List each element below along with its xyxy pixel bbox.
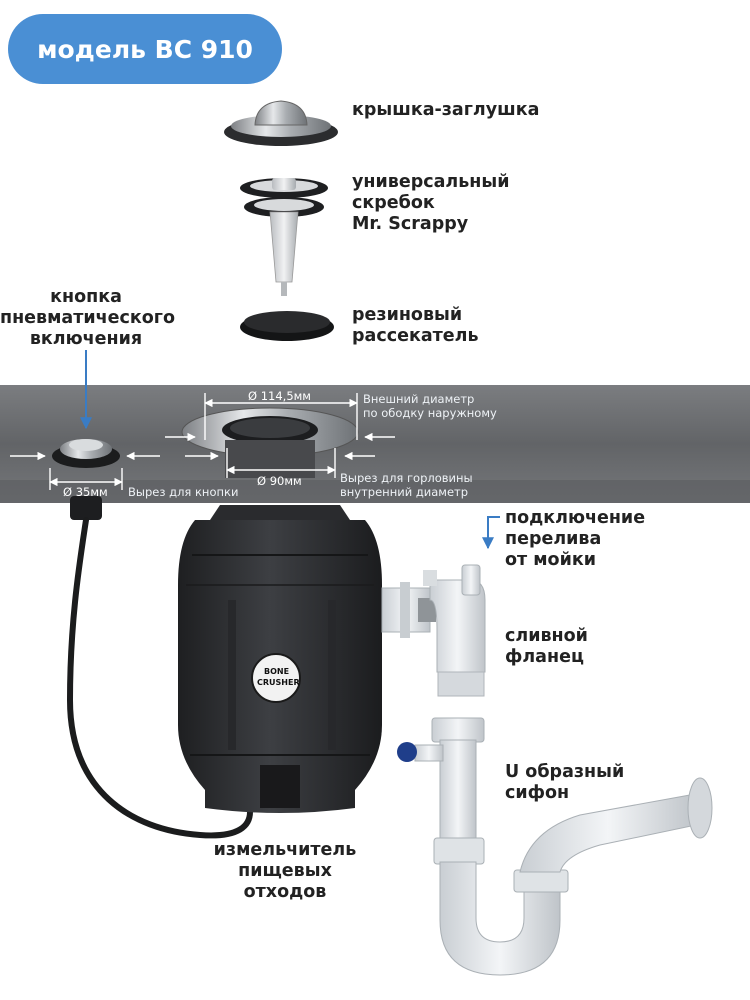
drain-elbow <box>381 564 486 697</box>
air-button <box>52 439 253 839</box>
model-badge: модель ВС 910 <box>8 14 282 84</box>
splash-guard-label: резиновый рассекатель <box>352 305 479 346</box>
scraper-part <box>240 178 328 296</box>
sink-flange <box>181 407 359 478</box>
scraper-label: универсальный скребок Mr. Scrappy <box>352 172 510 234</box>
button-label: кнопка пневматического включения <box>0 287 175 349</box>
dimension-lines <box>10 393 395 490</box>
outer-diameter-value: Ø 114,5мм <box>248 389 311 403</box>
u-trap <box>397 717 713 976</box>
trap-label: U образный сифон <box>505 762 625 803</box>
outer-diameter-note: Внешний диаметр по ободку наружному <box>363 392 497 420</box>
stopper-cap-part <box>224 100 338 146</box>
brand-logo-line1: BONE <box>264 667 290 676</box>
splash-guard-part <box>240 311 334 341</box>
grinder-body <box>178 505 382 813</box>
overflow-label: подключение перелива от мойки <box>505 508 646 570</box>
flange-label: сливной фланец <box>505 626 588 667</box>
button-diameter-value: Ø 35мм <box>63 485 108 499</box>
cap-label: крышка-заглушка <box>352 100 540 120</box>
button-cutout-note: Вырез для кнопки <box>128 485 239 499</box>
brand-logo-line2: CRUSHER <box>257 678 300 687</box>
grinder-label: измельчитель пищевых отходов <box>213 840 357 902</box>
inner-diameter-value: Ø 90мм <box>257 474 302 488</box>
model-badge-text: модель ВС 910 <box>37 34 253 64</box>
inner-diameter-note: Вырез для горловины внутренний диаметр <box>340 471 473 499</box>
callout-arrows <box>80 350 500 550</box>
